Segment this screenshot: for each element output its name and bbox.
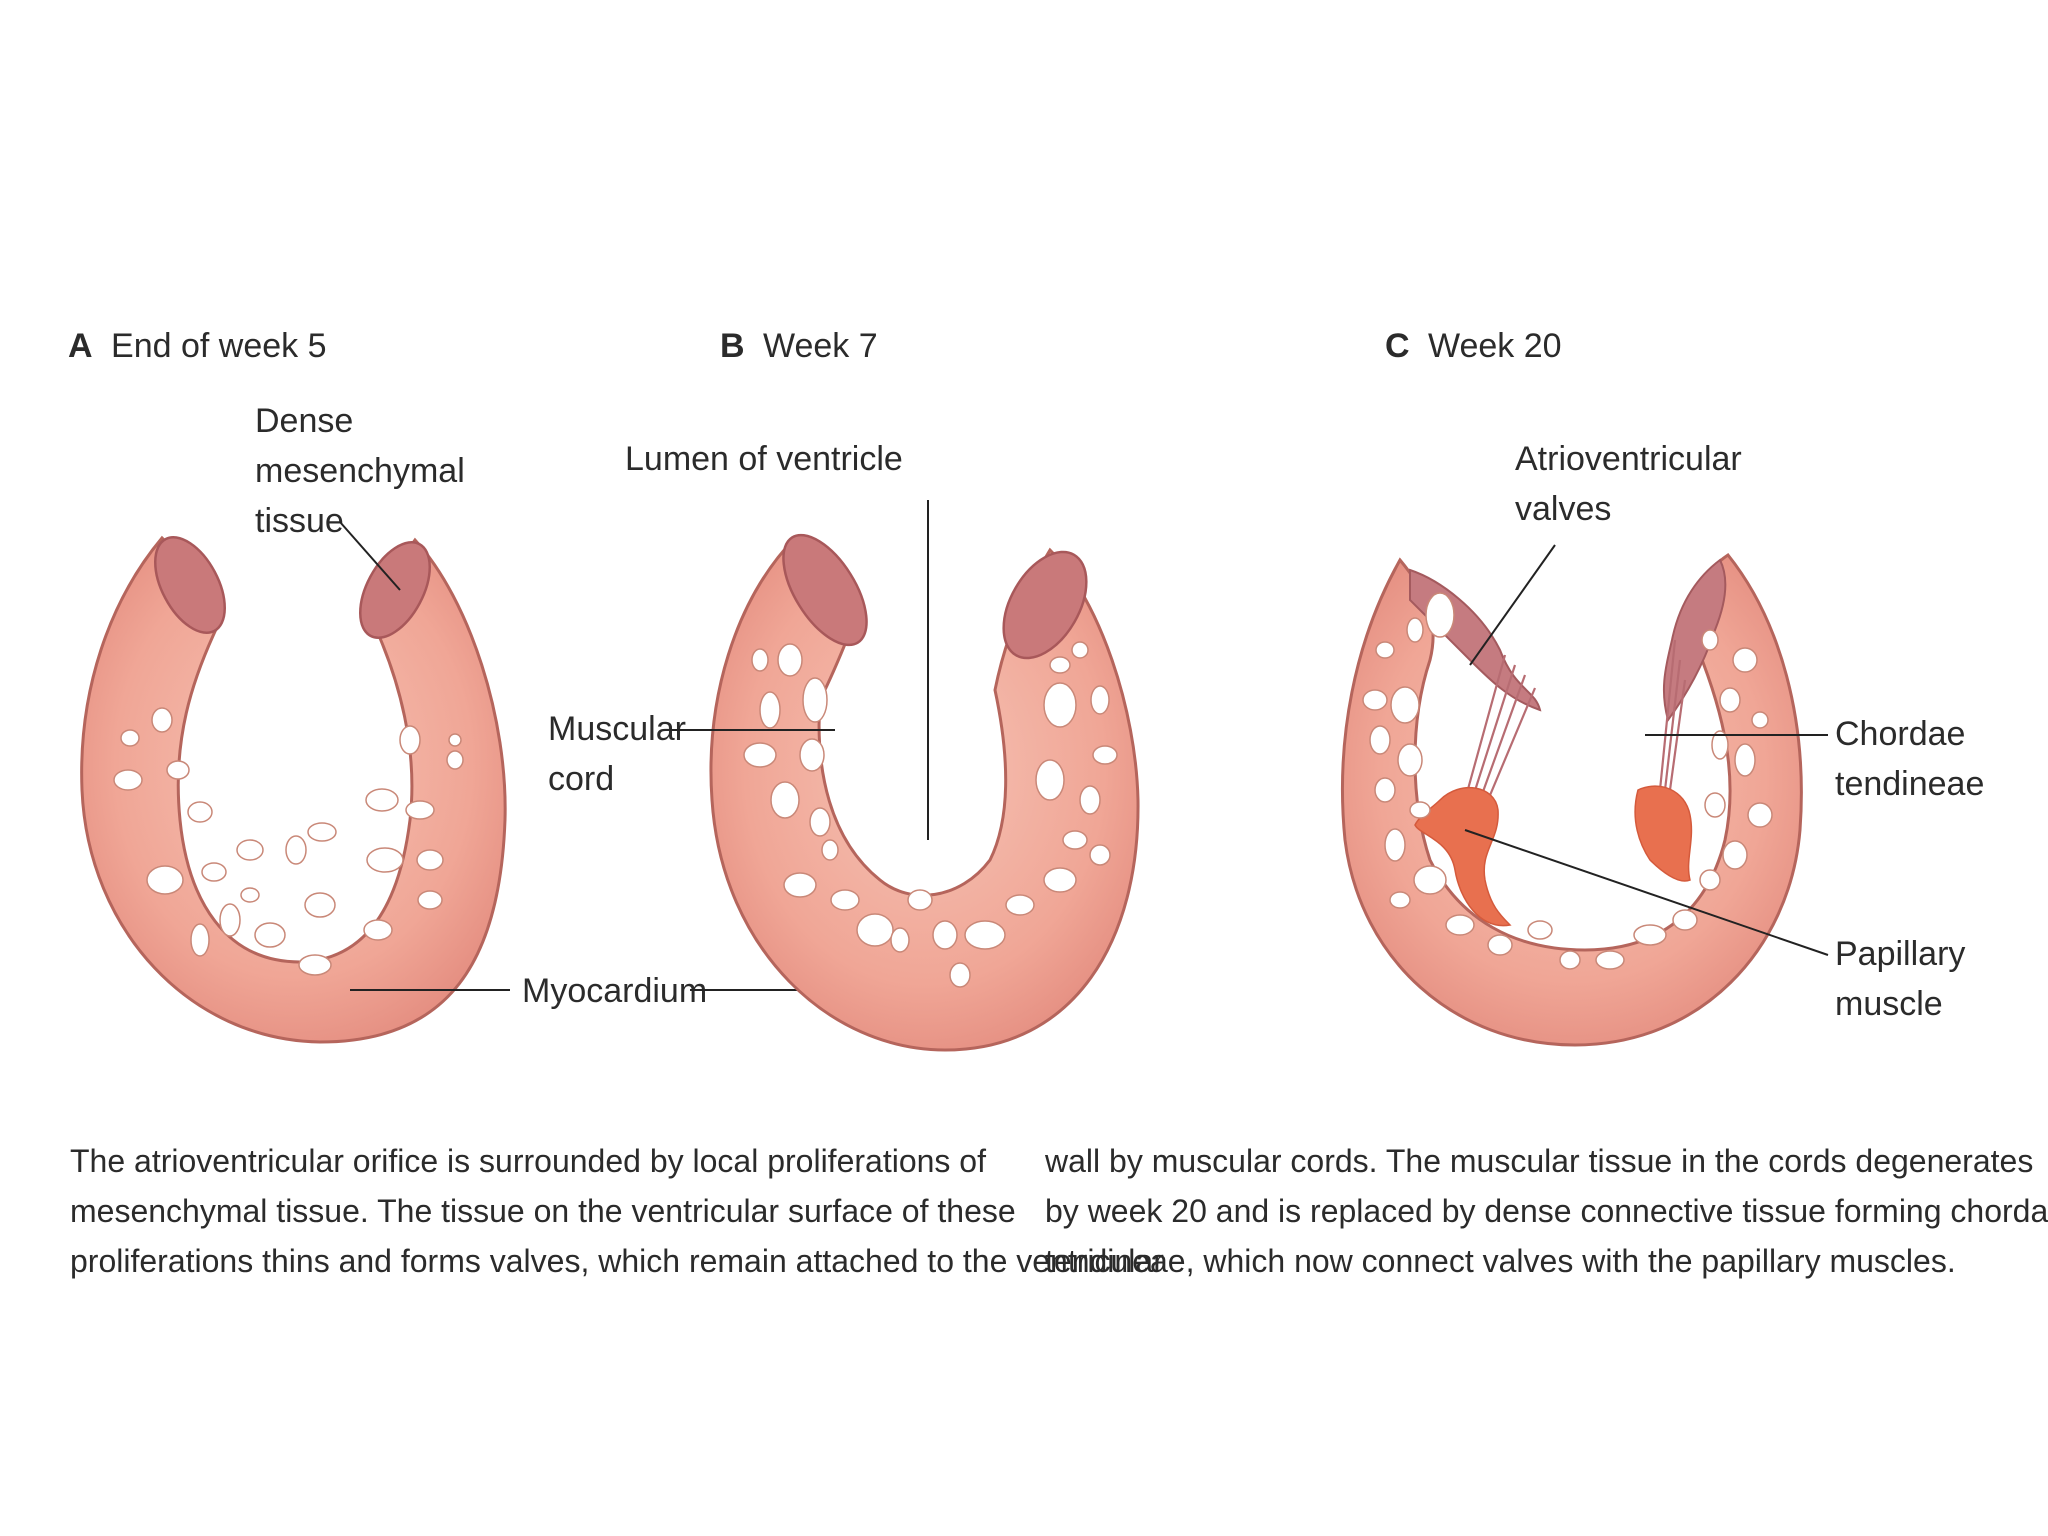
label-dense-2: mesenchymal bbox=[255, 452, 465, 490]
label-papillary-2: muscle bbox=[1835, 985, 1943, 1023]
ventricle-c bbox=[1340, 552, 1803, 1047]
mesenchymal-gaps-b bbox=[743, 641, 1118, 988]
svg-text:B Week 7: B Week 7 bbox=[720, 327, 878, 365]
caption: The atrioventricular orifice is surround… bbox=[70, 1143, 2048, 1279]
label-chordae-1: Chordae bbox=[1835, 715, 1965, 753]
mesenchymal-gaps-c bbox=[1362, 592, 1773, 970]
ventricle-b bbox=[709, 533, 1140, 1052]
leader-dense bbox=[339, 521, 401, 591]
panel-b-title: Week 7 bbox=[763, 327, 878, 365]
label-myocardium: Myocardium bbox=[522, 972, 707, 1010]
mesenchymal-gaps-a bbox=[113, 707, 464, 976]
panel-c-title: Week 20 bbox=[1428, 327, 1562, 365]
label-av-valves-2: valves bbox=[1515, 490, 1611, 528]
panel-a-title: End of week 5 bbox=[111, 327, 326, 365]
label-chordae-2: tendineae bbox=[1835, 765, 1984, 803]
ventricle-a bbox=[80, 535, 507, 1044]
label-av-valves-1: Atrioventricular bbox=[1515, 440, 1742, 478]
label-dense-3: tissue bbox=[255, 502, 344, 540]
papillary-muscle-left bbox=[1414, 786, 1512, 927]
caption-left-line-3: proliferations thins and forms valves, w… bbox=[70, 1243, 1164, 1279]
svg-text:C Week 20: C Week 20 bbox=[1385, 327, 1562, 365]
label-dense-1: Dense bbox=[255, 402, 353, 440]
caption-right-line-3: tendineae, which now connect valves with… bbox=[1045, 1243, 1956, 1279]
rim-a-left bbox=[154, 535, 226, 635]
label-muscular-cord-2: cord bbox=[548, 760, 614, 798]
caption-right-line-2: by week 20 and is replaced by dense conn… bbox=[1045, 1193, 2048, 1229]
rim-b-left bbox=[782, 533, 868, 647]
label-lumen: Lumen of ventricle bbox=[625, 440, 903, 478]
svg-text:A End of week 5: A End of week 5 bbox=[68, 327, 327, 365]
label-papillary-1: Papillary bbox=[1835, 935, 1965, 973]
panel-c: C Week 20 bbox=[1340, 327, 1984, 1047]
panel-b-letter: B bbox=[720, 327, 745, 365]
leader-papillary bbox=[1464, 829, 1829, 956]
panel-c-letter: C bbox=[1385, 327, 1410, 365]
label-muscular-cord-1: Muscular bbox=[548, 710, 686, 748]
myocardium-wall-a bbox=[80, 535, 507, 1044]
caption-left-line-1: The atrioventricular orifice is surround… bbox=[70, 1143, 986, 1179]
panel-a: A End of week 5 bbox=[68, 327, 507, 1044]
caption-left-line-2: mesenchymal tissue. The tissue on the ve… bbox=[70, 1193, 1016, 1229]
panel-b: B Week 7 bbox=[548, 327, 1140, 1052]
rim-b-right bbox=[1002, 550, 1088, 660]
panel-a-letter: A bbox=[68, 327, 93, 365]
caption-right-line-1: wall by muscular cords. The muscular tis… bbox=[1044, 1143, 2033, 1179]
papillary-muscle-right bbox=[1634, 785, 1693, 882]
leader-av-valves bbox=[1469, 544, 1556, 666]
